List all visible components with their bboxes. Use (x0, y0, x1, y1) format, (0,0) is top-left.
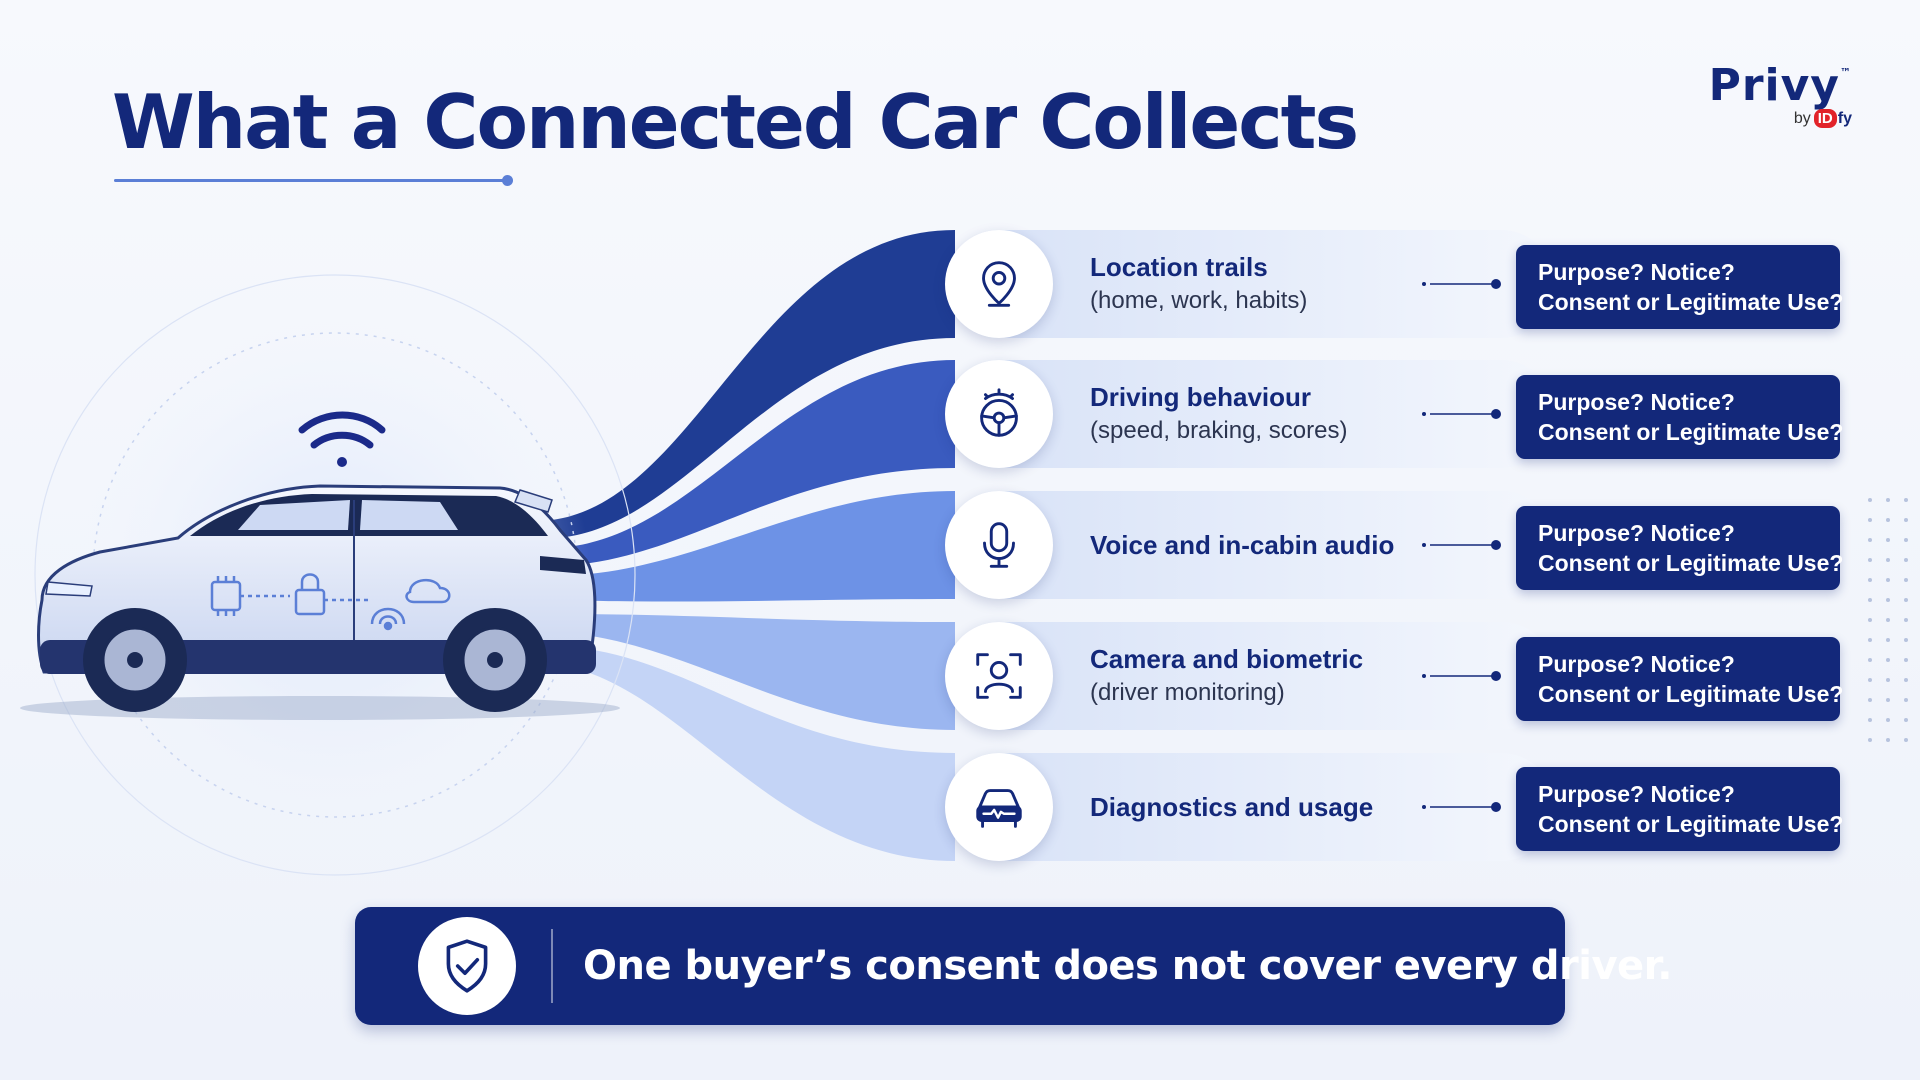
compliance-card-line1: Purpose? Notice? (1538, 520, 1735, 546)
category-subtitle: (driver monitoring) (1090, 679, 1285, 706)
category-title: Location trails (1090, 252, 1268, 282)
compliance-card-line2: Consent or Legitimate Use? (1538, 811, 1844, 837)
compliance-card-line2: Consent or Legitimate Use? (1538, 419, 1844, 445)
decorative-dots (1868, 498, 1908, 742)
brand-partner-suffix: fy (1837, 110, 1852, 127)
face-scan-icon (945, 622, 1053, 730)
title-underline-dot (502, 175, 513, 186)
consent-banner: One buyer’s consent does not cover every… (355, 907, 1672, 1025)
connector-line (1422, 671, 1501, 681)
category-diagnostics-usage: Diagnostics and usage (1090, 753, 1430, 861)
connector-line (1422, 409, 1501, 419)
category-voice-audio: Voice and in-cabin audio (1090, 491, 1430, 599)
category-driving-behaviour: Driving behaviour (speed, braking, score… (1090, 360, 1430, 468)
compliance-card-line1: Purpose? Notice? (1538, 781, 1735, 807)
connector-line (1422, 802, 1501, 812)
brand-name: Privy (1708, 60, 1840, 111)
category-title: Voice and in-cabin audio (1090, 530, 1395, 560)
brand-partner-id: ID (1813, 109, 1837, 128)
category-title: Driving behaviour (1090, 382, 1312, 412)
compliance-card-line2: Consent or Legitimate Use? (1538, 289, 1844, 315)
compliance-card-line2: Consent or Legitimate Use? (1538, 550, 1844, 576)
compliance-card: Purpose? Notice? Consent or Legitimate U… (1516, 375, 1844, 459)
compliance-card-line2: Consent or Legitimate Use? (1538, 681, 1844, 707)
row-background (945, 753, 1555, 861)
compliance-card-line1: Purpose? Notice? (1538, 259, 1735, 285)
flow-ribbon (556, 360, 955, 566)
banner-text: One buyer’s consent does not cover every… (583, 943, 1672, 989)
row-background (945, 360, 1555, 468)
title-underline (114, 179, 509, 182)
connector-line (1422, 279, 1501, 289)
connector-line (1422, 540, 1501, 550)
row-background (945, 230, 1555, 338)
brand-trademark: ™ (1840, 66, 1852, 79)
compliance-card: Purpose? Notice? Consent or Legitimate U… (1516, 506, 1844, 590)
banner-divider (551, 929, 553, 1003)
category-title: Camera and biometric (1090, 644, 1364, 674)
compliance-card: Purpose? Notice? Consent or Legitimate U… (1516, 245, 1844, 329)
location-pin-icon (945, 230, 1053, 338)
row-background (945, 622, 1555, 730)
car-diagnostics-icon (945, 753, 1053, 861)
compliance-card: Purpose? Notice? Consent or Legitimate U… (1516, 637, 1844, 721)
shield-check-icon (418, 917, 516, 1015)
car-halo-ring (34, 274, 636, 876)
category-title: Diagnostics and usage (1090, 792, 1374, 822)
microphone-icon (945, 491, 1053, 599)
flow-ribbon (550, 646, 955, 861)
row-background (945, 491, 1555, 599)
category-subtitle: (home, work, habits) (1090, 287, 1308, 314)
category-location-trails: Location trails (home, work, habits) (1090, 230, 1430, 338)
category-camera-biometric: Camera and biometric (driver monitoring) (1090, 622, 1430, 730)
page-title: What a Connected Car Collects (112, 78, 1359, 166)
flow-ribbon (552, 230, 955, 538)
flow-ribbon (556, 614, 955, 730)
compliance-card-line1: Purpose? Notice? (1538, 389, 1735, 415)
compliance-card-line1: Purpose? Notice? (1538, 651, 1735, 677)
flow-ribbon (560, 491, 955, 602)
wifi-signal-icon (298, 411, 386, 467)
steering-wheel-icon (945, 360, 1053, 468)
category-subtitle: (speed, braking, scores) (1090, 417, 1348, 444)
brand-by: by (1793, 110, 1811, 127)
connected-car-illustration (20, 411, 620, 720)
compliance-card: Purpose? Notice? Consent or Legitimate U… (1516, 767, 1844, 851)
